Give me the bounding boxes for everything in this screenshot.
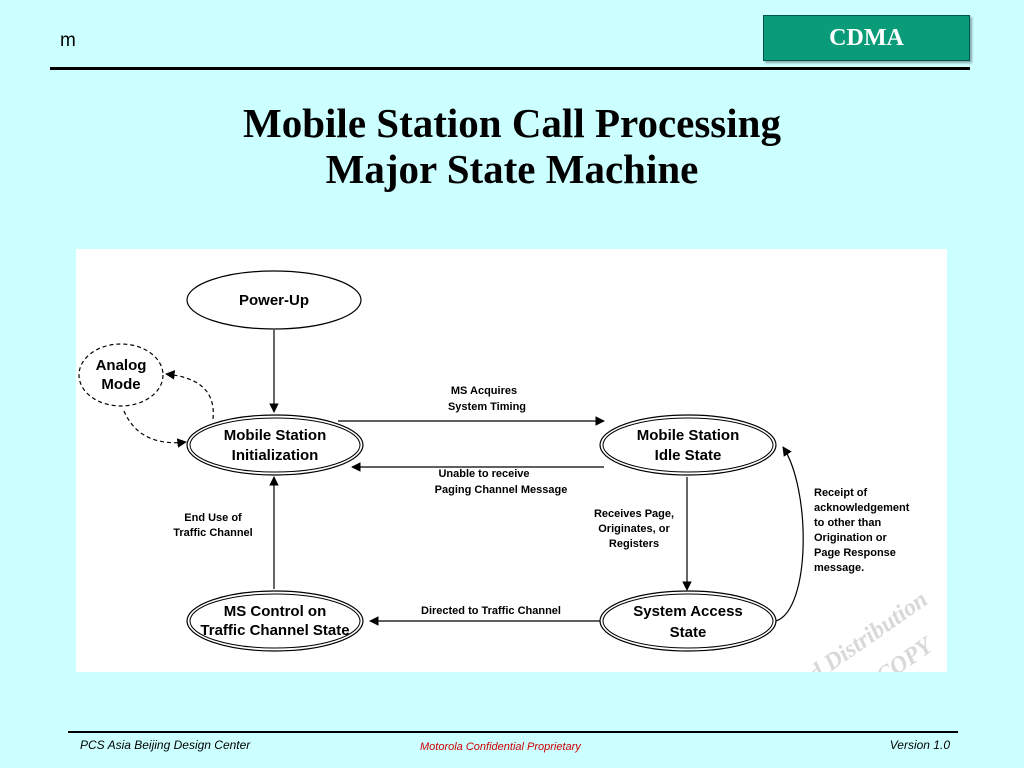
label-receives-page: Receives Page, Originates, or Registers [594,508,674,550]
state-idle: Mobile Station Idle State [599,414,777,476]
footer-version: Version 1.0 [889,738,950,752]
label-directed-traffic-line-1: Directed to Traffic Channel [421,605,561,617]
state-initialization-line-1: Mobile Station [224,427,327,444]
label-directed-traffic: Directed to Traffic Channel [421,605,561,617]
label-receipt-ack-line-2: acknowledgement [814,502,910,514]
state-traffic-channel-line-1: MS Control on [224,603,326,620]
label-receipt-ack-line-6: message. [814,562,864,574]
label-end-traffic: End Use of Traffic Channel [173,512,252,539]
state-traffic-channel: MS Control on Traffic Channel State [186,590,364,652]
state-traffic-channel-line-2: Traffic Channel State [200,622,349,639]
diagram-canvas: d Distribution T COPY Power-Up Analog Mo… [78,270,940,672]
footer-divider [68,731,958,733]
edge-analog-to-init [123,410,187,448]
edge-init-to-analog [165,370,214,420]
cdma-badge: CDMA [763,15,970,61]
title-line-2: Major State Machine [325,146,699,192]
label-unable-paging-line-2: Paging Channel Message [435,484,568,496]
state-analog-mode-line-2: Mode [101,376,140,393]
label-acquires-timing-line-1: MS Acquires [451,385,517,397]
state-system-access-line-2: State [670,624,707,641]
transition-edges [123,330,804,626]
label-receipt-ack-line-1: Receipt of [814,487,868,499]
state-idle-line-2: Idle State [655,447,722,464]
state-analog-mode: Analog Mode [78,343,164,407]
label-receipt-ack-line-4: Origination or [814,532,887,544]
state-system-access: System Access State [599,590,777,652]
label-unable-paging-line-1: Unable to receive [438,468,529,480]
state-initialization: Mobile Station Initialization [186,414,364,476]
footer-confidential: Motorola Confidential Proprietary [420,741,581,753]
label-receives-page-line-1: Receives Page, [594,508,674,520]
label-receives-page-line-3: Registers [609,538,659,550]
label-acquires-timing-line-2: System Timing [448,401,526,413]
label-receives-page-line-2: Originates, or [598,523,670,535]
header-divider [50,67,970,70]
label-acquires-timing: MS Acquires System Timing [448,385,526,413]
label-receipt-ack-line-5: Page Response [814,547,896,559]
slide-title: Mobile Station Call Processing Major Sta… [0,100,1024,192]
label-receipt-ack-line-3: to other than [814,517,881,529]
state-idle-line-1: Mobile Station [637,427,740,444]
label-end-traffic-line-1: End Use of [184,512,242,524]
label-unable-paging: Unable to receive Paging Channel Message [435,468,568,496]
footer-organization: PCS Asia Beijing Design Center [80,738,251,752]
title-line-1: Mobile Station Call Processing [243,100,781,146]
state-machine-diagram: d Distribution T COPY Power-Up Analog Mo… [76,249,947,672]
edge-access-to-idle [775,446,804,622]
state-initialization-line-2: Initialization [232,447,319,464]
state-analog-mode-line-1: Analog [96,357,147,374]
state-system-access-line-1: System Access [633,603,743,620]
watermark: d Distribution T COPY [805,586,940,672]
label-receipt-ack: Receipt of acknowledgement to other than… [814,487,910,574]
label-end-traffic-line-2: Traffic Channel [173,527,252,539]
state-power-up: Power-Up [186,270,362,330]
corner-mark: m [60,30,76,51]
state-power-up-label: Power-Up [239,292,309,309]
